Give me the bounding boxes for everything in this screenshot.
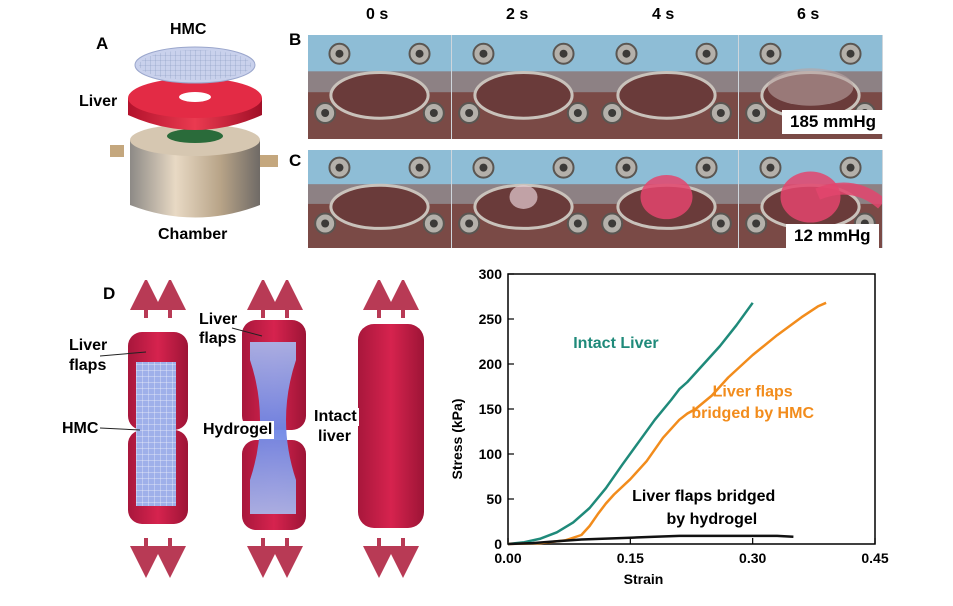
label-liver: Liver bbox=[79, 93, 118, 110]
intact-liver-sample bbox=[358, 324, 424, 528]
chamber-opening bbox=[167, 129, 223, 143]
y-tick-label: 200 bbox=[479, 356, 503, 372]
chart-plot-area: 0 50 100 150 200 250 300 0.00 0.15 0.30 0.45Strain… bbox=[449, 266, 889, 587]
photo-c-3 bbox=[738, 150, 883, 248]
photo-frame-b-2 bbox=[595, 35, 738, 139]
device-illustration bbox=[100, 20, 290, 250]
label-intact-liver: liver bbox=[316, 428, 353, 446]
annotation-hmc-2: bridged by HMC bbox=[691, 405, 814, 422]
label-chamber: Chamber bbox=[158, 226, 228, 243]
annotation-hydrogel-1: Liver flaps bridged bbox=[632, 488, 775, 505]
x-tick-label: 0.30 bbox=[739, 550, 766, 566]
series-line-hydrogel bbox=[507, 534, 794, 546]
photo-frame-b-0 bbox=[308, 35, 451, 139]
y-tick-label: 100 bbox=[479, 446, 503, 462]
photo-frame-c-0 bbox=[308, 150, 451, 248]
photo-c-1 bbox=[451, 150, 596, 248]
x-tick-label: 0.45 bbox=[861, 550, 888, 566]
photo-frame-c-1 bbox=[451, 150, 595, 248]
x-axis-label: Strain bbox=[624, 571, 664, 587]
photo-c-0 bbox=[308, 150, 452, 248]
y-tick-label: 50 bbox=[486, 491, 502, 507]
photo-b-2 bbox=[595, 35, 739, 139]
stress-strain-chart: 0 50 100 150 200 250 300 0.00 0.15 0.30 0.45Strain… bbox=[449, 266, 889, 587]
photo-c-2 bbox=[595, 150, 739, 248]
y-tick-label: 150 bbox=[479, 401, 503, 417]
photo-b-0 bbox=[308, 35, 452, 139]
label-liver-flaps-1: Liver bbox=[69, 337, 108, 354]
chamber-port-left bbox=[110, 145, 124, 157]
time-label-0: 0 s bbox=[366, 6, 389, 23]
time-label-1: 2 s bbox=[506, 6, 529, 23]
y-axis-label: Stress (kPa) bbox=[449, 399, 465, 480]
y-tick-label: 300 bbox=[479, 266, 503, 282]
label-hydrogel: Hydrogel bbox=[201, 421, 275, 439]
label-liver-flaps-1b: flaps bbox=[69, 357, 107, 374]
hmc-mesh bbox=[139, 50, 251, 80]
device-diagram bbox=[110, 46, 278, 218]
photo-frame-b-1 bbox=[451, 35, 595, 139]
panel-label-a: A bbox=[96, 34, 109, 53]
annotation-intact: Intact Liver bbox=[573, 335, 658, 352]
leader-lines bbox=[99, 327, 263, 431]
time-label-2: 4 s bbox=[652, 6, 675, 23]
photo-row-b bbox=[308, 35, 883, 139]
label-hmc-d: HMC bbox=[62, 420, 99, 437]
photo-row-c bbox=[308, 150, 883, 248]
photo-b-1 bbox=[451, 35, 596, 139]
photo-frame-c-2 bbox=[595, 150, 738, 248]
tension-schematic bbox=[99, 278, 440, 600]
label-intact: Intact bbox=[312, 408, 359, 426]
tension-diagram bbox=[99, 278, 424, 578]
annotation-hmc-1: Liver flaps bbox=[713, 383, 793, 400]
series-line-intact bbox=[507, 302, 754, 546]
time-label-3: 6 s bbox=[797, 6, 820, 23]
liver-ring-hole bbox=[179, 92, 211, 102]
chamber-body bbox=[130, 140, 260, 218]
pressure-label-c: 12 mmHg bbox=[786, 224, 879, 248]
pressure-label-b: 185 mmHg bbox=[782, 110, 884, 134]
y-tick-label: 0 bbox=[494, 536, 502, 552]
panel-label-c: C bbox=[289, 151, 302, 170]
panel-label-b: B bbox=[289, 30, 302, 49]
y-tick-label: 250 bbox=[479, 311, 503, 327]
x-tick-label: 0.15 bbox=[617, 550, 644, 566]
hmc-bridged-sample bbox=[128, 332, 188, 524]
chamber-port-right bbox=[260, 155, 278, 167]
label-liver-flaps-2: Liver bbox=[199, 311, 238, 328]
annotation-hydrogel-2: by hydrogel bbox=[667, 511, 758, 528]
tension-arrows bbox=[130, 278, 419, 578]
series-line-hmc bbox=[507, 301, 827, 546]
label-liver-flaps-2b: flaps bbox=[199, 330, 237, 347]
label-hmc: HMC bbox=[170, 21, 207, 38]
photo-frame-c-3 bbox=[738, 150, 882, 248]
x-tick-label: 0.00 bbox=[494, 550, 521, 566]
panel-label-d: D bbox=[103, 284, 116, 303]
